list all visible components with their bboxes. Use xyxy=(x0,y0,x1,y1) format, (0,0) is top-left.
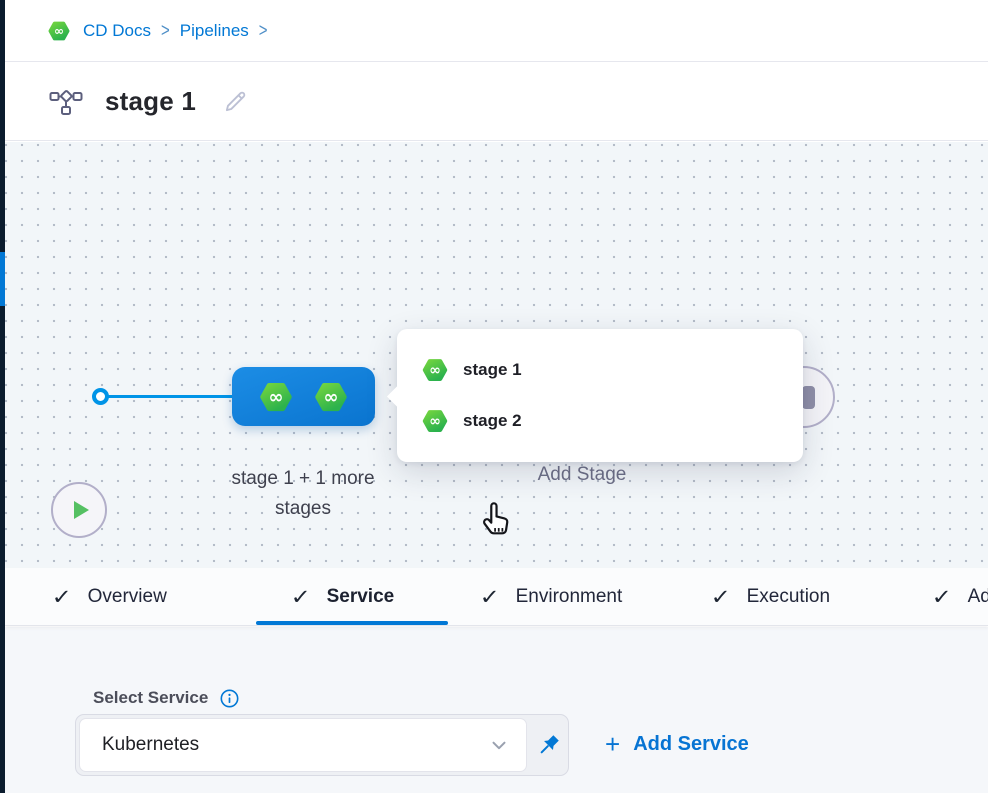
stop-icon xyxy=(802,385,815,409)
harness-logo-icon xyxy=(48,21,70,40)
chevron-down-icon xyxy=(492,741,506,750)
add-service-button[interactable]: + Add Service xyxy=(605,729,749,759)
pipeline-icon xyxy=(49,89,83,115)
pin-icon xyxy=(540,734,559,753)
stage-header: stage 1 xyxy=(5,63,988,141)
breadcrumb: CD Docs > Pipelines > xyxy=(5,0,988,62)
check-icon: ✓ xyxy=(479,585,500,609)
service-select[interactable]: Kubernetes xyxy=(79,718,527,772)
tab-service[interactable]: ✓ Service xyxy=(290,585,395,609)
check-icon: ✓ xyxy=(290,585,311,609)
select-service-label: Select Service xyxy=(93,688,209,707)
tab-environment[interactable]: ✓ Environment xyxy=(479,585,623,609)
stage-group-label: stage 1 + 1 more stages xyxy=(231,468,375,520)
page-title: stage 1 xyxy=(105,86,197,116)
breadcrumb-separator: > xyxy=(258,19,268,42)
tab-advanced[interactable]: ✓ Advanced xyxy=(931,585,988,609)
tab-overview[interactable]: ✓ Overview xyxy=(51,585,167,609)
popup-item-stage-1[interactable]: stage 1 xyxy=(421,356,779,384)
collapsed-sidebar-rail[interactable] xyxy=(0,0,5,793)
harness-stage-icon xyxy=(258,379,294,415)
active-tab-underline xyxy=(256,621,448,625)
stage-list-popup: stage 1 stage 2 xyxy=(397,329,803,535)
service-select-value: Kubernetes xyxy=(102,734,200,755)
service-select-group: Kubernetes xyxy=(75,714,569,776)
pin-service-button[interactable] xyxy=(528,715,568,775)
sidebar-active-indicator xyxy=(0,252,5,306)
harness-stage-icon xyxy=(422,359,448,381)
service-panel: Select Service Kubernetes xyxy=(5,627,988,793)
pencil-icon[interactable] xyxy=(222,89,248,115)
harness-stage-icon xyxy=(313,379,349,415)
tab-execution[interactable]: ✓ Execution xyxy=(710,585,831,609)
popup-item-stage-2[interactable]: stage 2 xyxy=(421,407,779,435)
check-icon: ✓ xyxy=(931,585,952,609)
add-stage-label[interactable]: Add Stage xyxy=(537,464,627,485)
breadcrumb-pipelines-link[interactable]: Pipelines xyxy=(179,20,249,40)
breadcrumb-cd-docs-link[interactable]: CD Docs xyxy=(83,20,152,40)
hand-pointer-cursor xyxy=(483,502,509,535)
breadcrumb-separator: > xyxy=(161,19,170,42)
collapsed-stage-group-node[interactable] xyxy=(232,367,375,426)
play-icon xyxy=(73,501,89,519)
pipeline-edge xyxy=(101,395,237,398)
stage-tab-bar: ✓ Overview ✓ Service ✓ Environment ✓ Exe… xyxy=(5,568,988,626)
info-icon[interactable] xyxy=(220,689,239,708)
harness-stage-icon xyxy=(422,410,448,432)
pipeline-start-node[interactable] xyxy=(51,482,107,538)
pipeline-canvas[interactable]: stage 1 + 1 more stages Add Stage stage … xyxy=(5,142,988,568)
check-icon: ✓ xyxy=(710,585,731,609)
plus-icon: + xyxy=(605,729,621,759)
check-icon: ✓ xyxy=(51,585,72,609)
edge-connector-dot[interactable] xyxy=(92,388,109,405)
